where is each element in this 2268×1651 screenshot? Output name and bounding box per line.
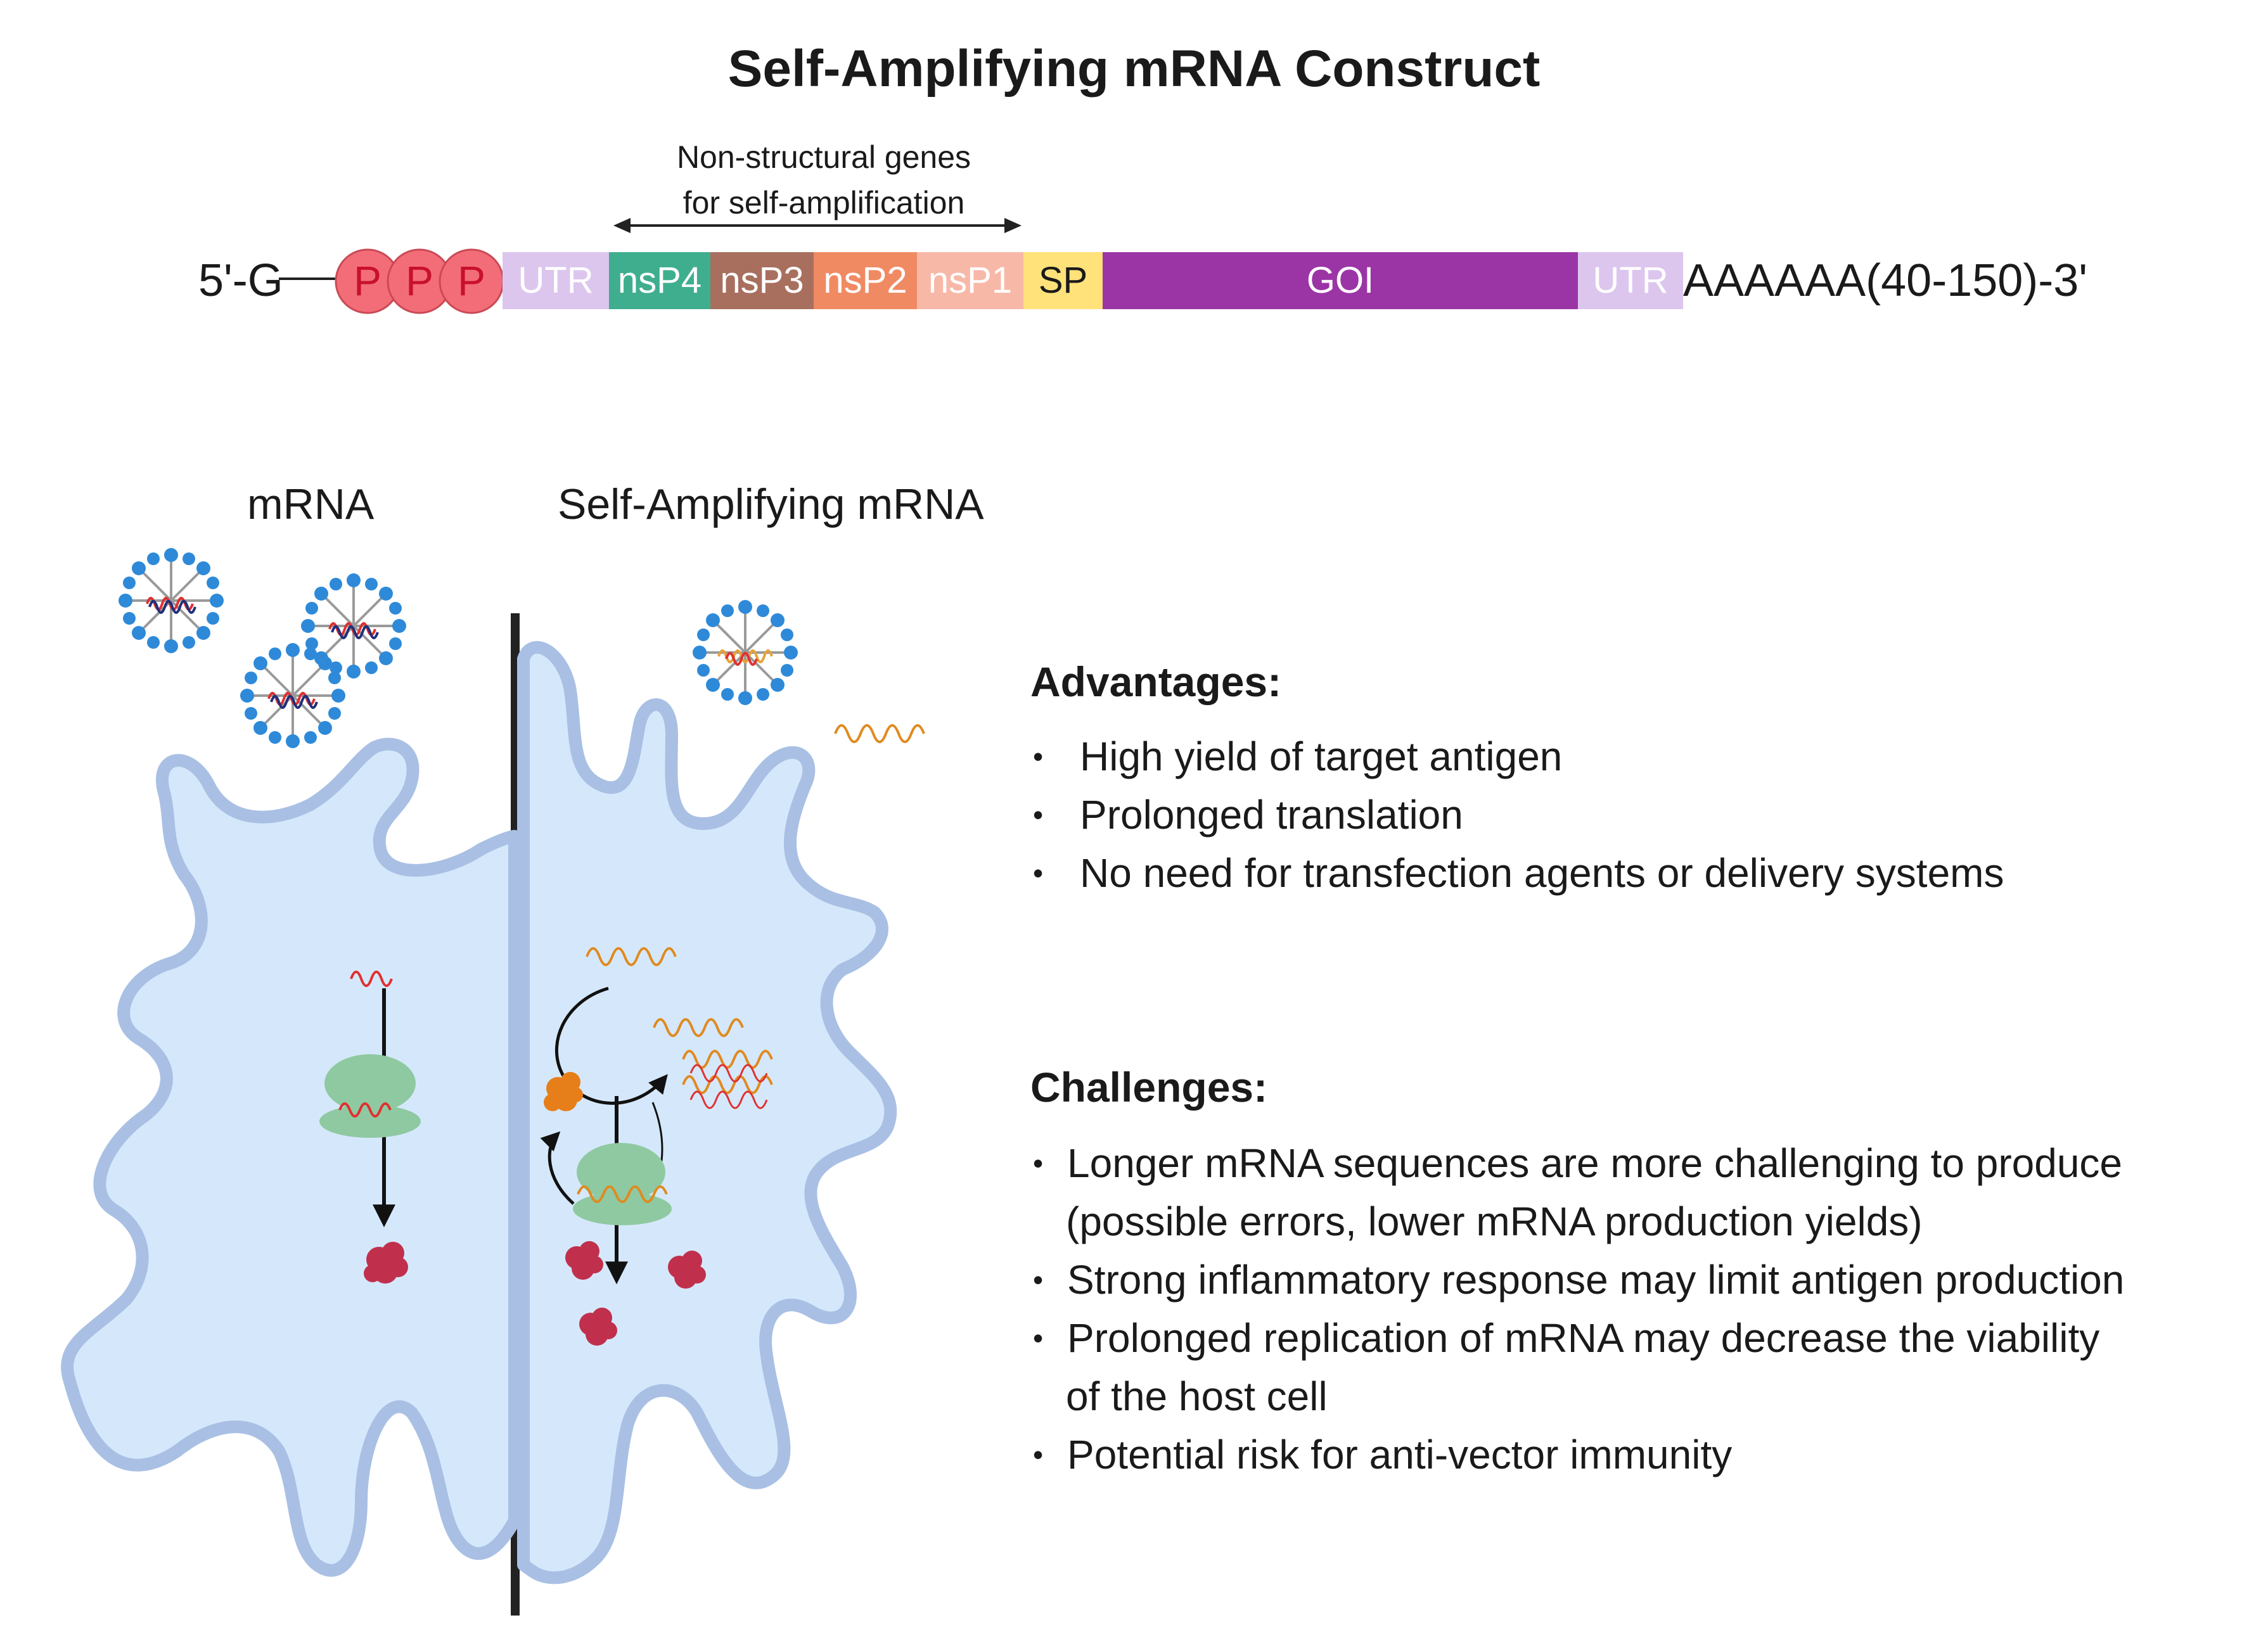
segment-nsp1: nsP1: [917, 252, 1023, 309]
list-item: • Prolonged replication of mRNA may decre…: [1030, 1309, 2124, 1425]
segment-nsp2: nsP2: [814, 252, 917, 309]
list-item: • Strong inflammatory response may limit …: [1030, 1251, 2124, 1309]
diagram-title: Self-Amplifying mRNA Construct: [727, 40, 1541, 98]
sarna-strand-outside: [834, 724, 925, 743]
sarna-strand-5: [689, 1064, 768, 1083]
list-item: • Longer mRNA sequences are more challeng…: [1030, 1134, 2124, 1251]
segment-nsp4: nsP4: [609, 252, 710, 309]
replication-arc-lower: [540, 1131, 575, 1205]
bullet: •: [1033, 740, 1044, 773]
challenge-text-continued: of the host cell: [1066, 1374, 1328, 1419]
bullet: •: [1033, 857, 1044, 889]
lipid-nanoparticle-3: [240, 643, 345, 748]
bullet: •: [1033, 1147, 1044, 1180]
challenge-text: Strong inflammatory response may limit a…: [1067, 1257, 2125, 1303]
replicase-complex: [544, 1072, 583, 1111]
protein-right-1: [565, 1241, 603, 1280]
challenge-text: Potential risk for anti-vector immunity: [1067, 1432, 1733, 1477]
sarna-strand-3: [682, 1050, 773, 1069]
advantage-text: Prolonged translation: [1080, 792, 1463, 838]
advantage-text: High yield of target antigen: [1080, 734, 1563, 779]
phosphate-label-1: P: [353, 257, 382, 304]
ribosome-right: [573, 1143, 672, 1225]
lipid-nanoparticle-sarna: [693, 600, 798, 705]
challenges-heading: Challenges:: [1030, 1064, 1268, 1111]
phosphate-label-3: P: [457, 257, 486, 304]
sarna-strand-4: [682, 1075, 773, 1094]
segment-utr-3: UTR: [1578, 252, 1683, 309]
bullet: •: [1033, 1322, 1044, 1355]
segment-sp: SP: [1023, 252, 1103, 309]
nonstructural-bracket-arrow: [613, 218, 1022, 233]
challenges-list: • Longer mRNA sequences are more challeng…: [1030, 1134, 2124, 1484]
lipid-nanoparticle-1: [119, 548, 224, 653]
mrna-strand-left: [350, 971, 393, 987]
nonstructural-genes-label: Non-structural genes for self-amplificat…: [570, 134, 1077, 226]
bullet: •: [1033, 1438, 1044, 1471]
left-cell: [61, 737, 521, 1577]
list-item: • No need for transfection agents or deli…: [1030, 844, 2004, 902]
segment-goi: GOI: [1103, 252, 1578, 309]
panel-label-sarna: Self-Amplifying mRNA: [558, 480, 984, 528]
nonstructural-label-line1: Non-structural genes: [676, 139, 971, 175]
phosphate-label-2: P: [405, 257, 434, 304]
bullet: •: [1033, 798, 1044, 831]
advantage-text: No need for transfection agents or deliv…: [1080, 850, 2004, 896]
protein-left: [364, 1242, 408, 1284]
nonstructural-label-line2: for self-amplification: [682, 185, 965, 220]
segment-nsp3: nsP3: [710, 252, 814, 309]
advantages-list: • High yield of target antigen • Prolonged…: [1030, 727, 2004, 902]
ribosome-left: [319, 1054, 421, 1138]
advantages-heading: Advantages:: [1030, 658, 1282, 705]
sarna-strand-1: [586, 947, 677, 966]
challenge-text-continued: (possible errors, lower mRNA production …: [1066, 1199, 1923, 1244]
protein-right-3: [579, 1308, 617, 1346]
segment-utr-5: UTR: [503, 252, 609, 309]
challenge-text: Longer mRNA sequences are more challengi…: [1067, 1140, 2122, 1186]
lipid-nanoparticle-2: [301, 573, 406, 679]
five-prime-end: 5'-G: [198, 255, 283, 306]
challenge-text: Prolonged replication of mRNA may decrea…: [1067, 1315, 2100, 1361]
bullet: •: [1033, 1263, 1044, 1296]
right-cell: [517, 641, 897, 1584]
three-prime-end: AAAAAA(40-150)-3': [1683, 255, 2088, 306]
protein-right-2: [668, 1251, 706, 1289]
list-item: • Potential risk for anti-vector immunity: [1030, 1425, 2124, 1484]
panel-label-mrna: mRNA: [247, 480, 375, 528]
phosphate-group: [335, 248, 504, 314]
sarna-strand-2: [653, 1018, 744, 1037]
list-item: • Prolonged translation: [1030, 786, 2004, 844]
list-item: • High yield of target antigen: [1030, 727, 2004, 786]
sarna-strand-6: [689, 1090, 768, 1109]
